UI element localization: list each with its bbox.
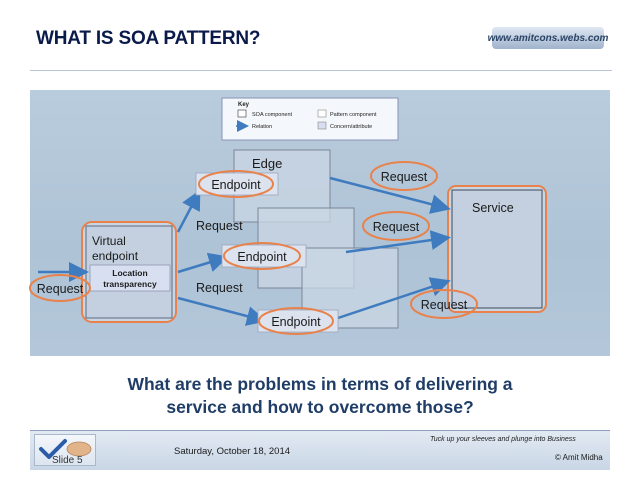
endpoint-1-label: Endpoint (211, 178, 261, 192)
question-line-2: service and how to overcome those? (166, 397, 474, 417)
location-transparency-box (89, 264, 171, 292)
arrow-endpoint-2-to-service (345, 230, 451, 254)
footer-divider (30, 430, 610, 431)
copyright-text: © Amit Midha (555, 453, 603, 462)
request-label-1: Request (196, 219, 243, 233)
question-line-1: What are the problems in terms of delive… (127, 374, 513, 394)
request-input-label: Request (37, 282, 84, 296)
slide-number: Slide 5 (52, 455, 83, 466)
arrow-virtual-to-endpoint-1 (176, 189, 201, 233)
request-to-service-2: Request (373, 220, 420, 234)
request-3-highlight (410, 289, 478, 319)
endpoint-3-highlight (258, 307, 334, 335)
service-label: Service (472, 201, 514, 215)
checkmark-icon (39, 439, 92, 459)
endpoint-1-highlight (198, 170, 274, 198)
arrow-virtual-to-endpoint-3 (177, 296, 267, 326)
virtual-endpoint-line1: Virtual (92, 234, 126, 248)
endpoint-2-highlight (223, 242, 301, 270)
key-legend: Key SOA component Pattern component Rela… (221, 97, 399, 141)
footer-tagline: Tuck up your sleeves and plunge into Bus… (430, 436, 576, 443)
request-to-service-1: Request (381, 170, 428, 184)
request-1-highlight (370, 161, 438, 191)
slide-date: Saturday, October 18, 2014 (174, 446, 291, 457)
concern-swatch (317, 121, 327, 130)
endpoint-1-box (195, 172, 279, 196)
service-box (451, 189, 543, 309)
title-divider (30, 70, 612, 71)
endpoint-3-label: Endpoint (271, 315, 321, 329)
question-text: What are the problems in terms of delive… (60, 373, 580, 419)
arrow-endpoint-1-to-service (329, 176, 451, 214)
request-to-service-3: Request (421, 298, 468, 312)
footer-band (30, 430, 610, 470)
arrow-endpoint-3-to-service (337, 277, 451, 320)
pattern-component-swatch (317, 109, 327, 118)
edge-label: Edge (252, 156, 282, 171)
location-transparency-line2: transparency (103, 279, 157, 289)
request-input-highlight (29, 274, 91, 302)
key-title: Key (238, 102, 250, 108)
location-transparency-line1: Location (112, 268, 147, 278)
key-soa-component: SOA component (252, 112, 293, 118)
key-relation: Relation (252, 124, 272, 130)
arrow-virtual-to-endpoint-2 (177, 252, 229, 274)
request-2-highlight (362, 211, 430, 241)
key-pattern-component: Pattern component (330, 112, 377, 118)
virtual-endpoint-line2: endpoint (92, 249, 139, 263)
slide-title: WHAT IS SOA PATTERN? (36, 28, 261, 49)
checkmark-logo-icon (34, 434, 96, 466)
request-label-2: Request (196, 281, 243, 295)
endpoint-2-label: Endpoint (237, 250, 287, 264)
endpoint-2-box (221, 244, 307, 268)
soa-component-swatch (237, 109, 247, 118)
website-badge: www.amitcons.webs.com (488, 27, 608, 49)
key-concern: Concern/attribute (330, 124, 372, 130)
